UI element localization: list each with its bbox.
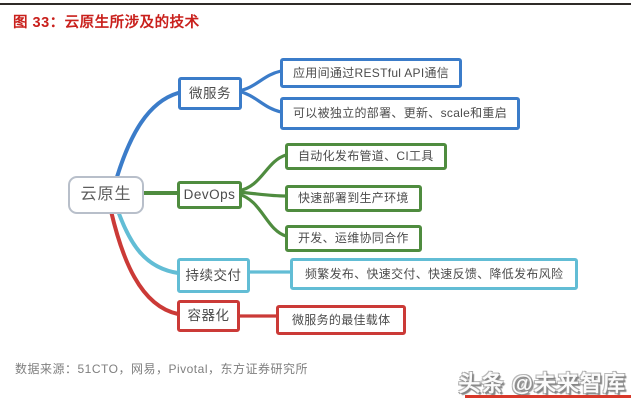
child-node-ci-pipeline: 自动化发布管道、CI工具: [285, 143, 447, 170]
edge-root-containerization: [109, 209, 180, 316]
header-rule: [0, 3, 631, 5]
root-node-cloud-native: 云原生: [68, 176, 144, 214]
data-source-note: 数据来源：51CTO，网易，Pivotal，东方证券研究所: [15, 362, 308, 376]
edge-root-continuous-delivery: [116, 209, 180, 275]
figure-title: 图 33：云原生所涉及的技术: [13, 15, 200, 31]
watermark-rule: [465, 395, 631, 398]
child-node-independent-deploy: 可以被独立的部署、更新、scale和重启: [280, 97, 521, 130]
watermark-text: 头条 @未来智库: [458, 371, 626, 396]
edge-root-microservices: [115, 91, 180, 179]
edge-microservices-child-2: [236, 89, 283, 114]
branch-node-continuous-delivery: 持续交付: [177, 258, 250, 293]
edge-devops-child-2: [236, 190, 288, 198]
edge-microservices-child-1: [236, 69, 283, 93]
child-node-dev-ops-collaboration: 开发、运维协同合作: [285, 225, 422, 252]
child-node-best-carrier: 微服务的最佳载体: [276, 305, 407, 335]
child-node-fast-production-deploy: 快速部署到生产环境: [285, 185, 422, 212]
child-node-restful-api: 应用间通过RESTful API通信: [280, 58, 463, 88]
child-node-frequent-release: 频繁发布、快速交付、快速反馈、降低发布风险: [290, 258, 579, 290]
branch-node-microservices: 微服务: [178, 77, 242, 110]
branch-node-containerization: 容器化: [177, 300, 240, 332]
edge-devops-child-1: [236, 153, 288, 193]
edge-devops-child-3: [236, 192, 288, 238]
branch-node-devops: DevOps: [177, 181, 242, 209]
